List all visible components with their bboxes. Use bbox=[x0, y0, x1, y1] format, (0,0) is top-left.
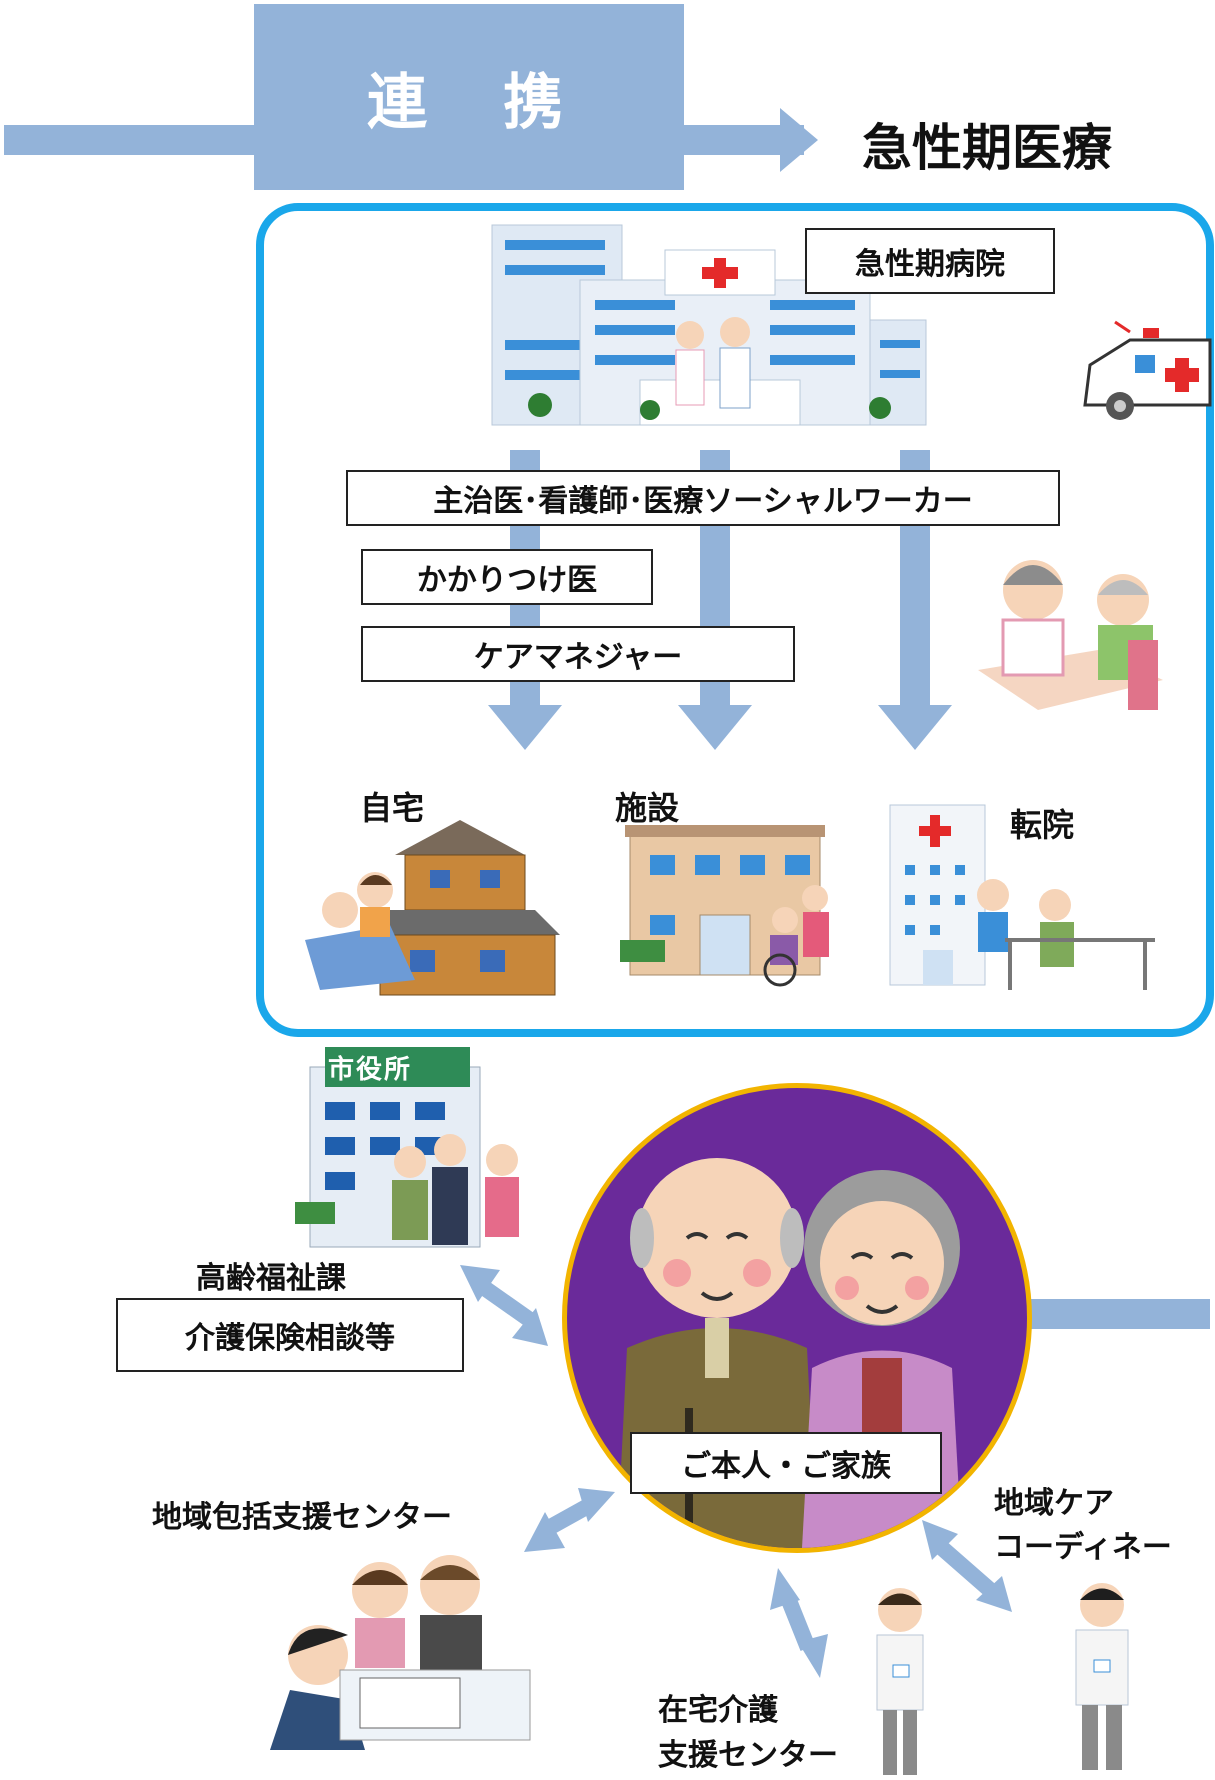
hospital-roles-label: 主治医･看護師･医療ソーシャルワーカー bbox=[346, 470, 1060, 526]
acute-hospital-label: 急性期病院 bbox=[805, 228, 1055, 294]
person-family-label: ご本人・ご家族 bbox=[630, 1432, 942, 1494]
care-coordinator-line1: 地域ケア bbox=[994, 1486, 1114, 1521]
home-illustration bbox=[305, 820, 560, 996]
home-care-support-line2: 支援センター bbox=[658, 1738, 838, 1773]
acute-care-frame bbox=[256, 203, 1214, 1037]
home-care-staff-illustration bbox=[876, 1588, 924, 1775]
city-office-sign: 市役所 bbox=[328, 1055, 413, 1085]
section-title: 急性期医療 bbox=[862, 119, 1112, 177]
family-doctor-label: かかりつけ医 bbox=[361, 549, 653, 605]
transfer-label: 転院 bbox=[1010, 806, 1075, 844]
care-insurance-consultation-label: 介護保険相談等 bbox=[116, 1298, 464, 1372]
facility-illustration bbox=[620, 825, 829, 987]
consultation-desk-illustration bbox=[270, 1555, 531, 1750]
collaboration-banner: 連 携 bbox=[254, 4, 684, 190]
collaboration-label: 連 携 bbox=[367, 67, 571, 138]
care-coordinator-illustration bbox=[1075, 1583, 1129, 1770]
home-label: 自宅 bbox=[360, 789, 425, 827]
regional-support-center-label: 地域包括支援センター bbox=[152, 1500, 452, 1535]
welfare-department-label: 高齢福祉課 bbox=[196, 1261, 346, 1296]
care-manager-label: ケアマネジャー bbox=[361, 626, 795, 682]
facility-label: 施設 bbox=[615, 789, 680, 827]
city-office-illustration bbox=[295, 1047, 519, 1248]
care-coordinator-line2: コーディネー bbox=[994, 1530, 1172, 1565]
home-care-support-line1: 在宅介護 bbox=[658, 1693, 778, 1728]
transfer-hospital-illustration bbox=[889, 804, 1155, 990]
hospital-illustration bbox=[491, 224, 927, 426]
ambulance-icon bbox=[1083, 320, 1212, 420]
consultation-illustration bbox=[978, 560, 1163, 710]
